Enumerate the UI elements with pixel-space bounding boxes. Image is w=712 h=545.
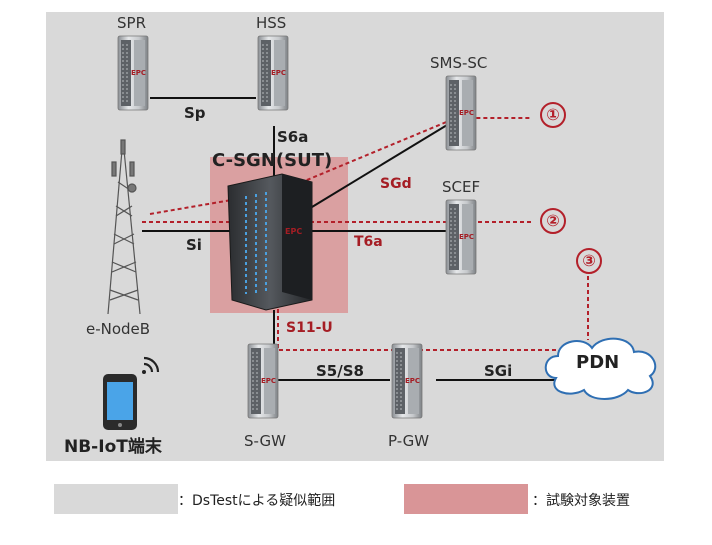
node-label-pdn: PDN	[576, 352, 620, 373]
node-label-spr: SPR	[117, 14, 146, 32]
path-marker-1: ①	[540, 102, 566, 128]
node-label-scef: SCEF	[442, 178, 481, 196]
iface-label-t6a: T6a	[354, 234, 383, 250]
epc-tag: EPC	[271, 69, 287, 77]
legend-swatch-emulated	[54, 484, 178, 514]
tower-icon	[107, 139, 141, 315]
node-label-hss: HSS	[256, 14, 287, 32]
legend-swatch-sut	[404, 484, 528, 514]
epc-tag: EPC	[285, 227, 303, 236]
iface-label-sgd: SGd	[380, 176, 412, 192]
epc-tag: EPC	[261, 377, 277, 385]
path-1	[149, 117, 532, 215]
path-marker-3: ③	[576, 248, 602, 274]
iface-label-s6a: S6a	[277, 128, 309, 146]
node-label-enodeb: e-NodeB	[86, 320, 151, 338]
server-csgn	[227, 173, 313, 311]
epc-tag: EPC	[459, 233, 475, 241]
wifi-signal-icon	[142, 356, 160, 374]
legend-label-emulated: ：DsTestによる疑似範囲	[178, 493, 336, 509]
node-label-sms-sc: SMS-SC	[430, 54, 488, 72]
legend-label-sut: ：試験対象装置	[532, 493, 630, 509]
epc-tag: EPC	[131, 69, 147, 77]
links	[142, 97, 556, 381]
iface-label-s5s8: S5/S8	[316, 362, 364, 380]
node-label-sgw: S-GW	[244, 432, 286, 450]
node-label-pgw: P-GW	[388, 432, 430, 450]
node-label-device: NB-IoT端末	[64, 437, 162, 457]
iface-label-sgi: SGi	[484, 362, 513, 380]
iface-label-si: Si	[186, 236, 202, 254]
epc-tag: EPC	[405, 377, 421, 385]
epc-tag: EPC	[459, 109, 475, 117]
node-label-csgn: C-SGN(SUT)	[212, 150, 333, 171]
link-sgd	[311, 121, 453, 208]
path-marker-2: ②	[540, 208, 566, 234]
iface-label-s11u: S11-U	[286, 320, 333, 336]
phone-icon	[103, 374, 137, 430]
iface-label-sp: Sp	[184, 104, 206, 122]
